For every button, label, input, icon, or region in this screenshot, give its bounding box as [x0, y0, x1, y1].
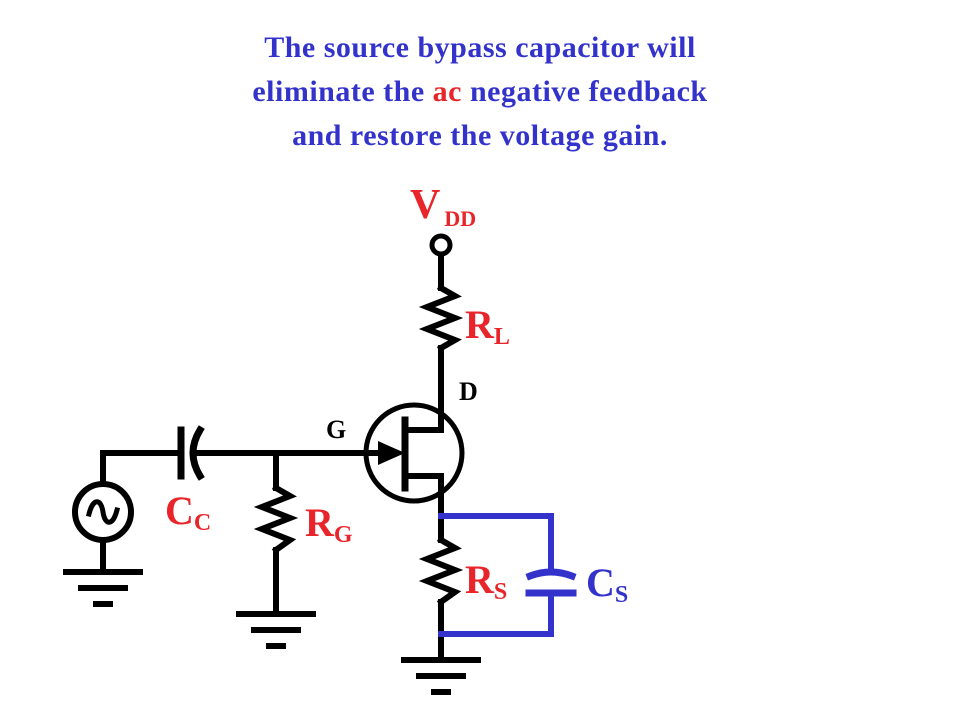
- rs-resistor-icon: [418, 535, 464, 607]
- cs-capacitor-icon: [525, 568, 577, 581]
- rg-resistor-icon: [253, 483, 299, 555]
- cc-label: CC: [165, 488, 211, 536]
- cc-capacitor-curve: [189, 425, 205, 481]
- vdd-terminal: [429, 233, 453, 257]
- caption-ac-word: ac: [432, 75, 462, 108]
- rg-label-sub: G: [334, 522, 353, 548]
- gate-arrow-icon: [378, 441, 405, 465]
- bypass-bottom-wire: [438, 591, 554, 637]
- caption-line-3: and restore the voltage gain.: [292, 119, 668, 152]
- rs-label-main: R: [465, 557, 495, 602]
- vdd-label-sub: DD: [444, 206, 476, 231]
- cs-label: CS: [586, 560, 628, 608]
- caption: The source bypass capacitor will elimina…: [0, 26, 960, 158]
- cc-label-main: C: [165, 488, 194, 533]
- drain-label: D: [459, 377, 478, 406]
- rg-label-main: R: [305, 500, 335, 545]
- rl-resistor-icon: [418, 283, 464, 353]
- rl-label-sub: L: [494, 324, 510, 350]
- cc-label-sub: C: [194, 510, 211, 536]
- gate-label: G: [326, 415, 346, 444]
- rl-label: RL: [465, 302, 510, 350]
- cs-label-main: C: [586, 560, 615, 605]
- ac-source-wave: [85, 499, 121, 525]
- rs-label: RS: [465, 557, 507, 605]
- caption-line-1: The source bypass capacitor will: [264, 31, 696, 64]
- bypass-top-wire: [438, 513, 554, 574]
- cs-label-sub: S: [615, 582, 628, 608]
- caption-line-2: eliminate the ac negative feedback: [0, 70, 960, 114]
- vdd-label-main: V: [410, 182, 440, 228]
- caption-line-2-end: negative feedback: [461, 75, 708, 108]
- rg-label: RG: [305, 500, 353, 548]
- rl-label-main: R: [465, 302, 495, 347]
- rs-label-sub: S: [494, 579, 507, 605]
- caption-line-2-start: eliminate the: [252, 75, 433, 108]
